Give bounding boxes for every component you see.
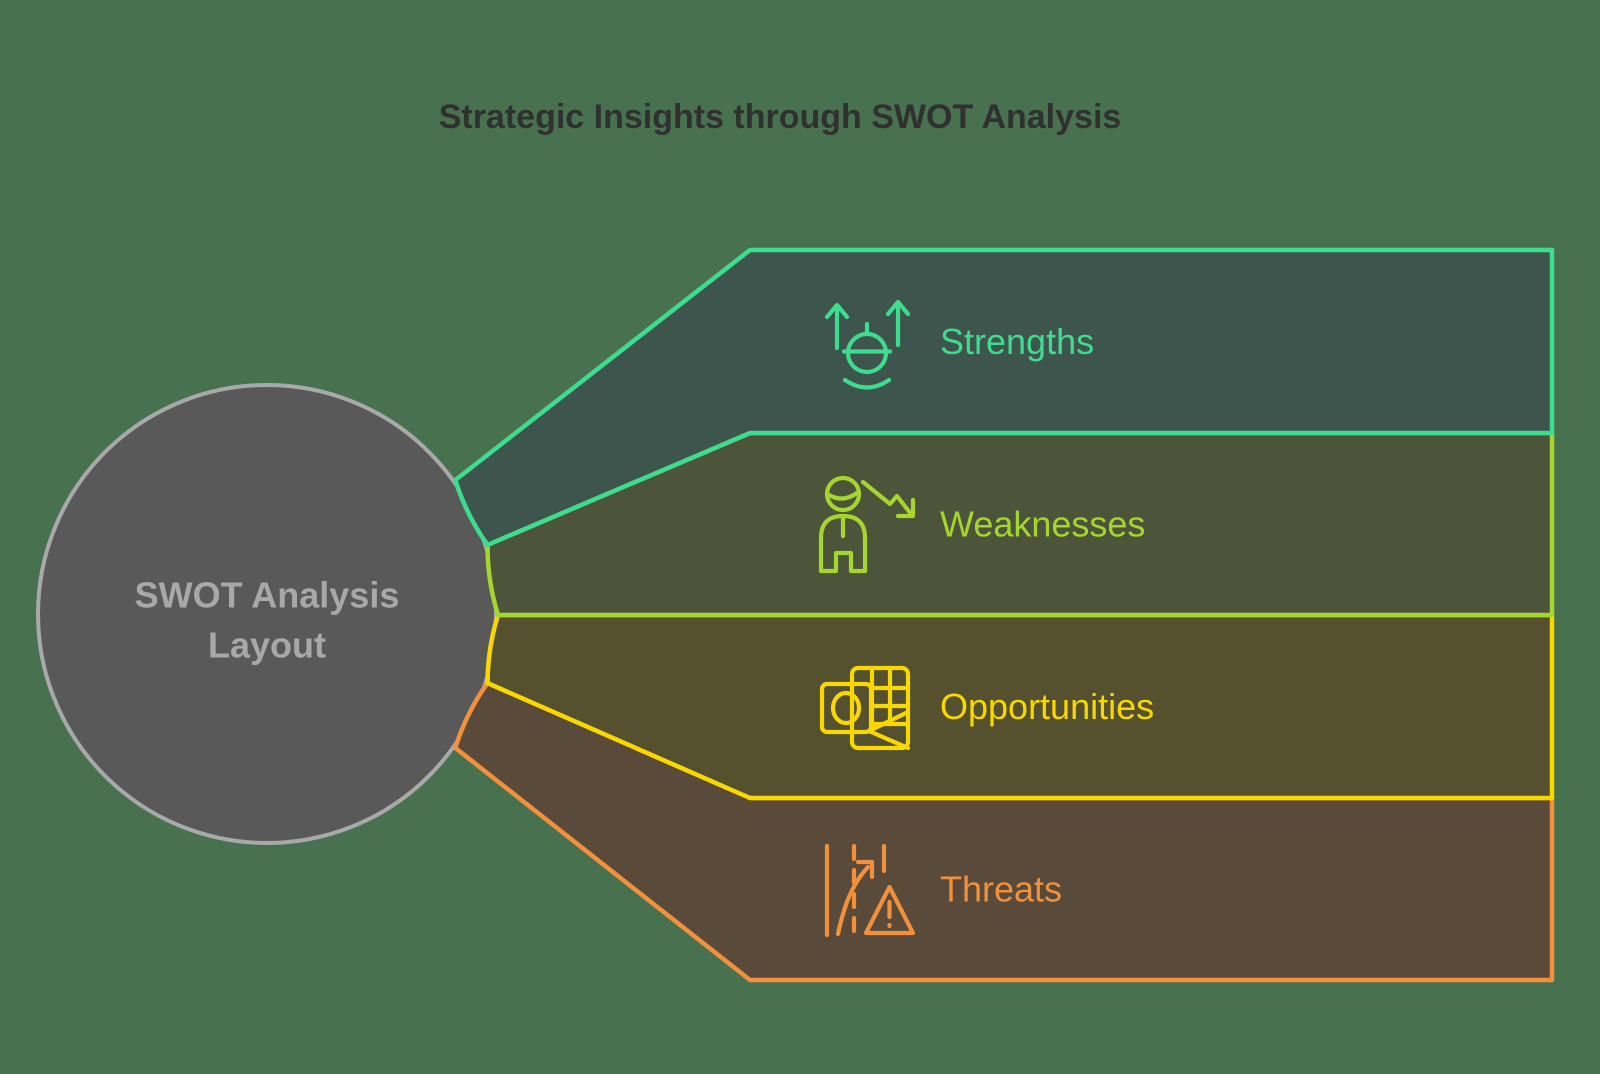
band-strengths-shape <box>453 247 1555 548</box>
band-opportunities: Opportunities <box>485 612 1555 801</box>
strengths-label: Strengths <box>940 321 1094 362</box>
road-warning-icon <box>824 843 916 938</box>
center-circle-label-line2: Layout <box>208 625 326 666</box>
weaknesses-label: Weaknesses <box>940 504 1145 545</box>
band-weaknesses: Weaknesses <box>485 430 1555 618</box>
calendar-mail-icon <box>819 665 911 751</box>
threats-label: Threats <box>940 869 1062 910</box>
center-circle-label-line1: SWOT Analysis <box>135 575 400 616</box>
opportunities-label: Opportunities <box>940 686 1154 727</box>
band-strengths: Strengths <box>453 247 1555 548</box>
band-threats: Threats <box>453 680 1555 983</box>
band-threats-shape <box>453 680 1555 983</box>
band-opportunities-shape <box>485 612 1555 801</box>
page-title: Strategic Insights through SWOT Analysis <box>439 98 1122 136</box>
person-up-arrows-icon <box>824 299 911 390</box>
person-decline-arrow-icon <box>818 475 916 574</box>
